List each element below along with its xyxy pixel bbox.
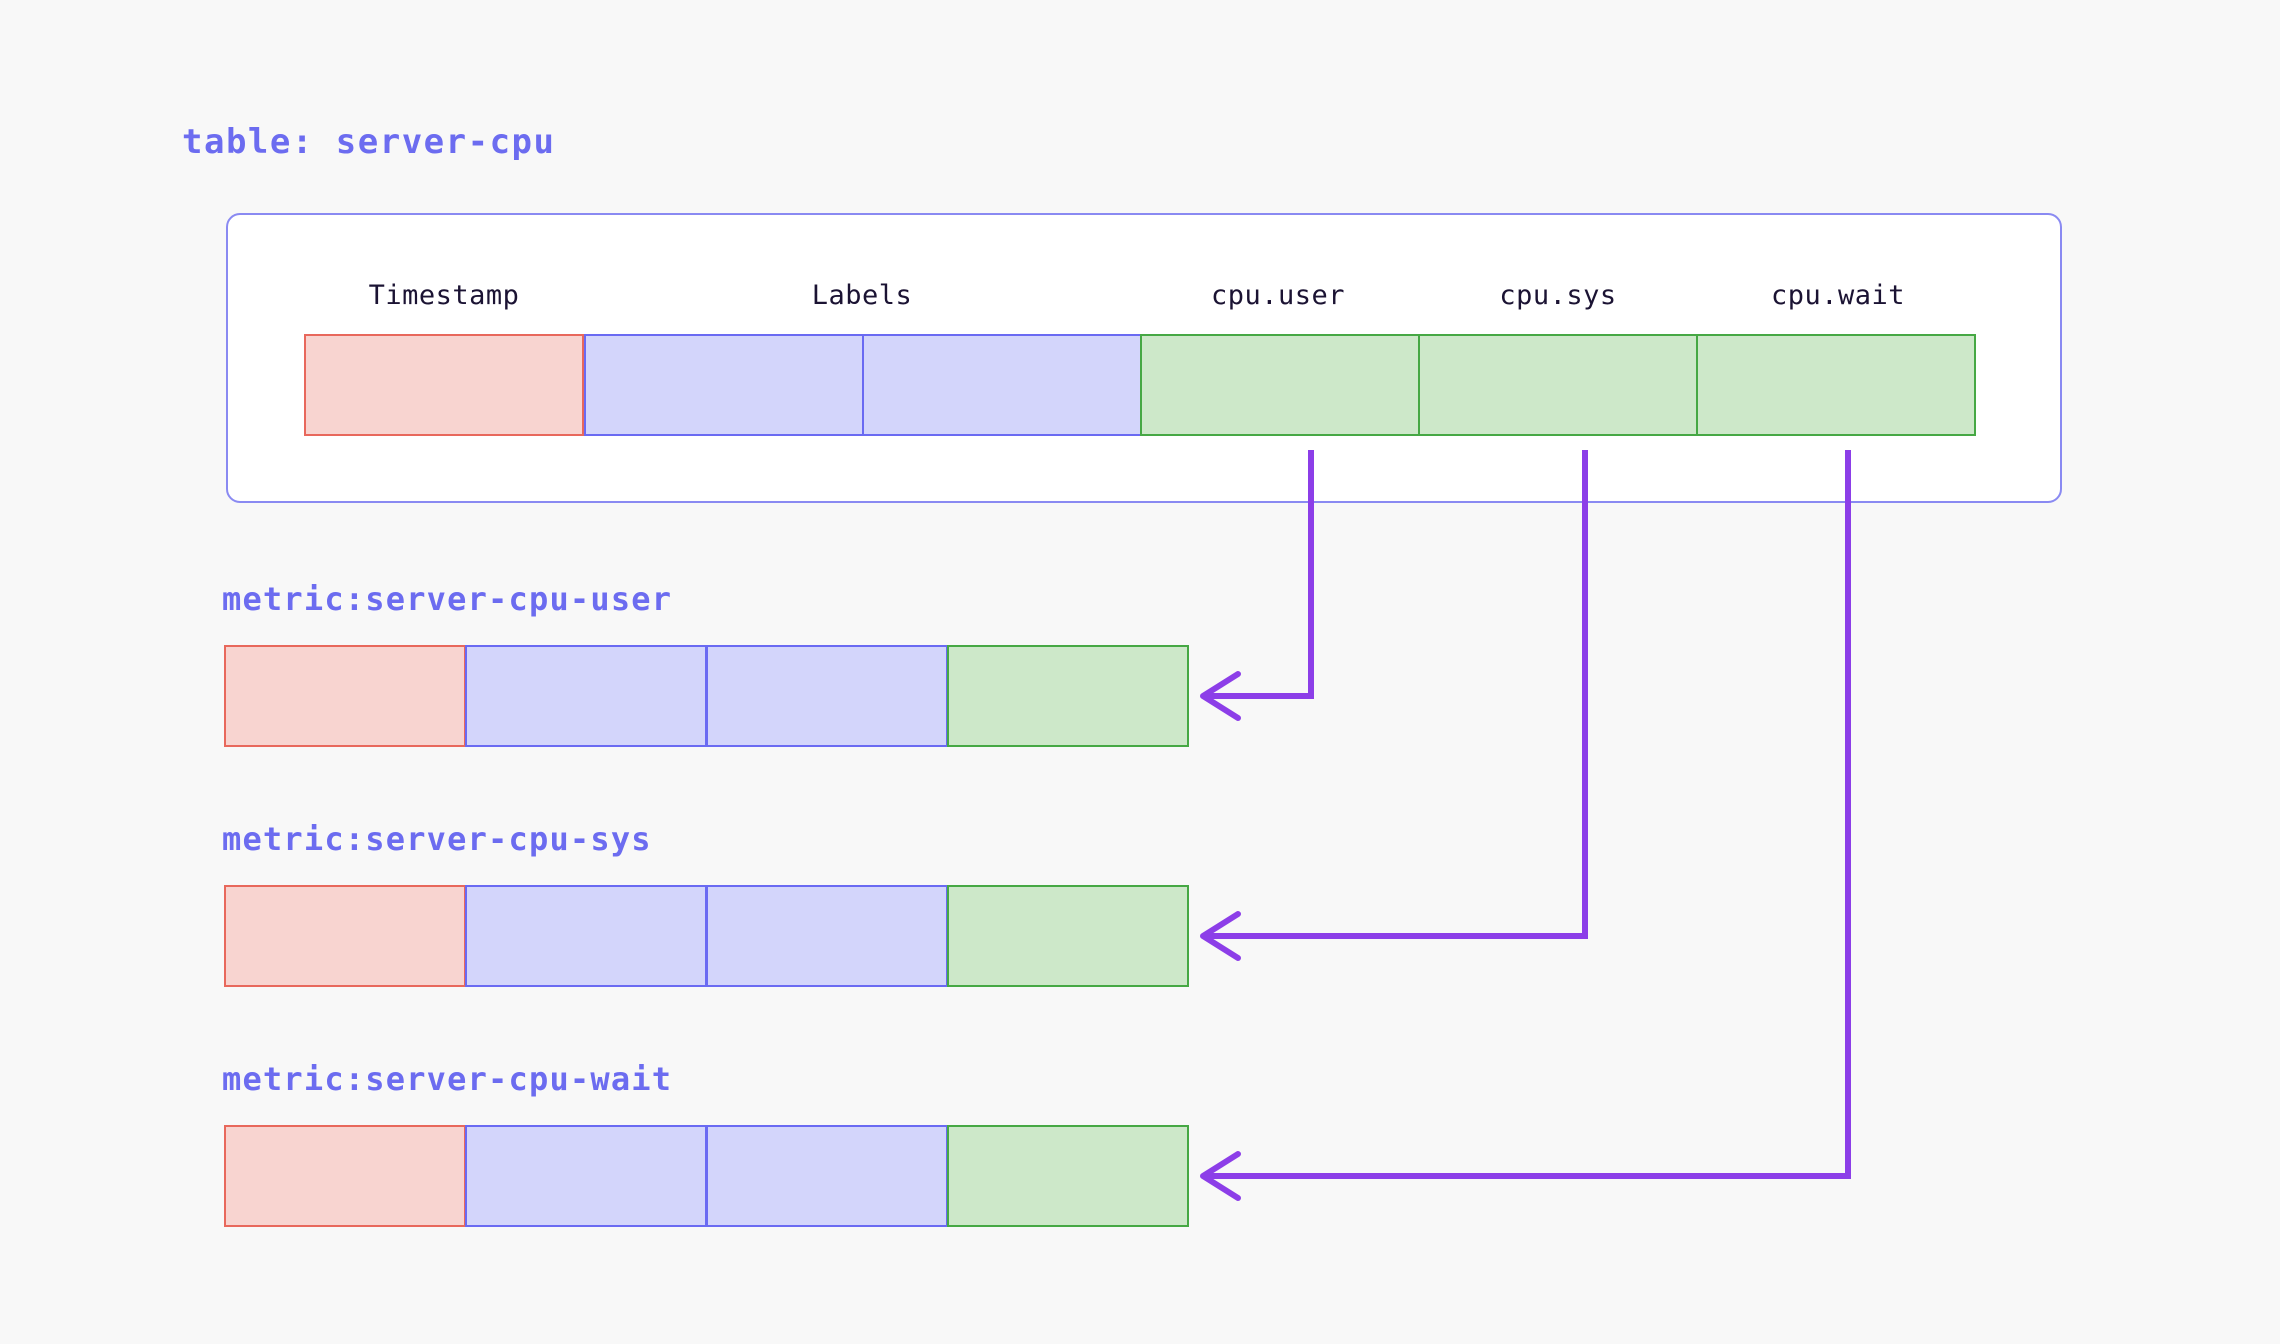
- arrowhead-cpu-user: [1200, 671, 1241, 721]
- schema-cell-cpu-sys: [1418, 334, 1698, 436]
- metric-cell-labels-2: [706, 645, 948, 747]
- metric-cell-timestamp: [224, 1125, 466, 1227]
- connector-cpu-wait: [1207, 450, 1851, 1179]
- metric-cell-labels-1: [465, 1125, 707, 1227]
- metric-label-server-cpu-sys: metric:server-cpu-sys: [222, 820, 652, 858]
- column-header-cpu-sys: cpu.sys: [1499, 280, 1617, 311]
- schema-cell-timestamp: [304, 334, 584, 436]
- metric-cell-timestamp: [224, 645, 466, 747]
- connector-cpu-sys: [1207, 450, 1588, 939]
- metric-cell-labels-1: [465, 645, 707, 747]
- metric-cell-value: [947, 1125, 1189, 1227]
- metric-row-server-cpu-user: [224, 645, 1189, 747]
- column-header-labels: Labels: [811, 280, 913, 311]
- schema-cell-cpu-wait: [1696, 334, 1976, 436]
- schema-cell-labels-1: [584, 334, 864, 436]
- metric-cell-value: [947, 645, 1189, 747]
- metric-row-server-cpu-wait: [224, 1125, 1189, 1227]
- arrowhead-cpu-sys: [1200, 911, 1241, 961]
- column-header-timestamp: Timestamp: [368, 280, 520, 311]
- metric-label-server-cpu-user: metric:server-cpu-user: [222, 580, 673, 618]
- table-title: table: server-cpu: [182, 122, 556, 162]
- schema-cell-cpu-user: [1140, 334, 1420, 436]
- column-header-cpu-wait: cpu.wait: [1770, 280, 1906, 311]
- column-header-cpu-user: cpu.user: [1210, 280, 1346, 311]
- metric-cell-labels-2: [706, 885, 948, 987]
- metric-cell-timestamp: [224, 885, 466, 987]
- metric-label-server-cpu-wait: metric:server-cpu-wait: [222, 1060, 673, 1098]
- schema-cell-labels-2: [862, 334, 1142, 436]
- arrowhead-cpu-wait: [1200, 1151, 1241, 1201]
- metric-cell-labels-1: [465, 885, 707, 987]
- metric-row-server-cpu-sys: [224, 885, 1189, 987]
- metric-cell-labels-2: [706, 1125, 948, 1227]
- metric-cell-value: [947, 885, 1189, 987]
